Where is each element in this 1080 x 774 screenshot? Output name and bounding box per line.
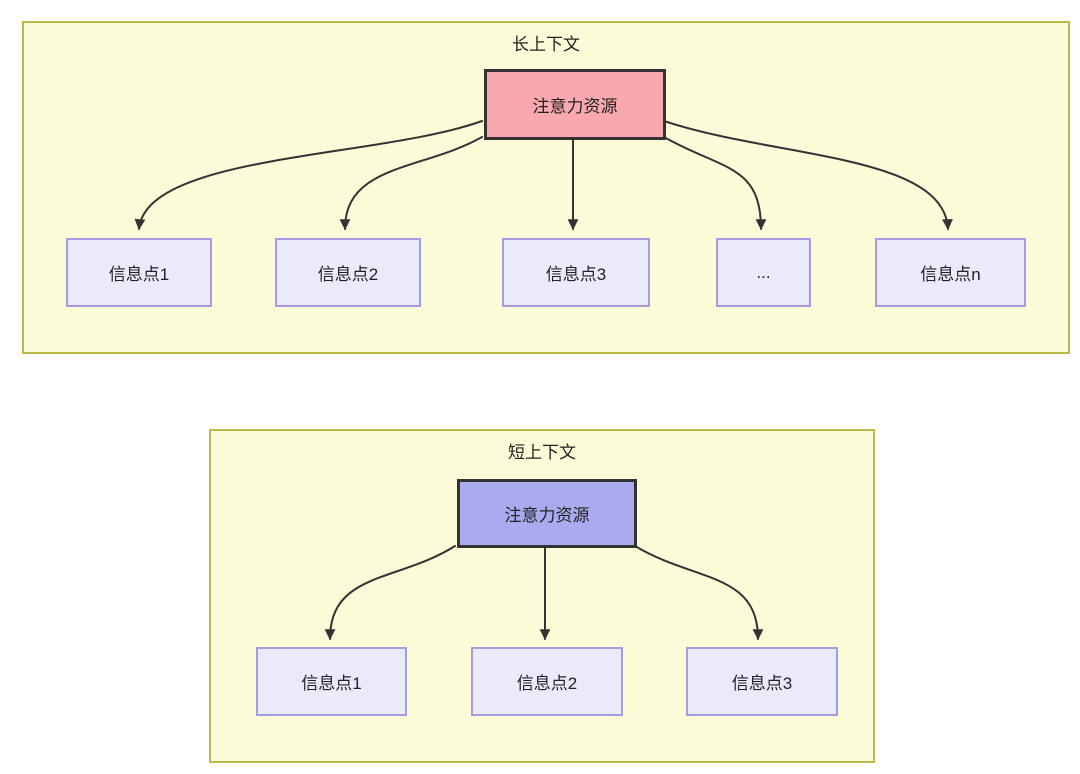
long-context-title: 长上下文 [512, 35, 580, 54]
short-info-node-3-label: 信息点3 [731, 674, 793, 693]
long-attention-resource-node: 注意力资源 [484, 69, 666, 140]
long-info-node-n: 信息点n [875, 238, 1026, 307]
short-attention-resource-label: 注意力资源 [504, 506, 590, 525]
short-info-node-1: 信息点1 [256, 647, 407, 716]
short-info-node-2: 信息点2 [471, 647, 623, 716]
long-info-node-3-label: 信息点3 [545, 265, 607, 284]
long-info-node-ellipsis: ... [716, 238, 811, 307]
short-context-container: 短上下文 注意力资源 信息点1 信息点2 信息点3 [209, 429, 875, 763]
long-info-node-1-label: 信息点1 [108, 265, 170, 284]
short-info-node-3: 信息点3 [686, 647, 838, 716]
long-info-node-3: 信息点3 [502, 238, 650, 307]
short-info-node-2-label: 信息点2 [516, 674, 578, 693]
long-info-node-2-label: 信息点2 [317, 265, 379, 284]
long-attention-resource-label: 注意力资源 [532, 97, 618, 116]
long-info-node-1: 信息点1 [66, 238, 212, 307]
short-attention-resource-node: 注意力资源 [457, 479, 637, 548]
long-info-node-ellipsis-label: ... [756, 262, 771, 282]
long-info-node-2: 信息点2 [275, 238, 421, 307]
short-context-title: 短上下文 [508, 443, 576, 462]
long-info-node-n-label: 信息点n [920, 265, 981, 284]
long-context-container: 长上下文 注意力资源 信息点1 信息点2 信息点3 ... 信息点n [22, 21, 1070, 354]
short-info-node-1-label: 信息点1 [301, 674, 362, 693]
